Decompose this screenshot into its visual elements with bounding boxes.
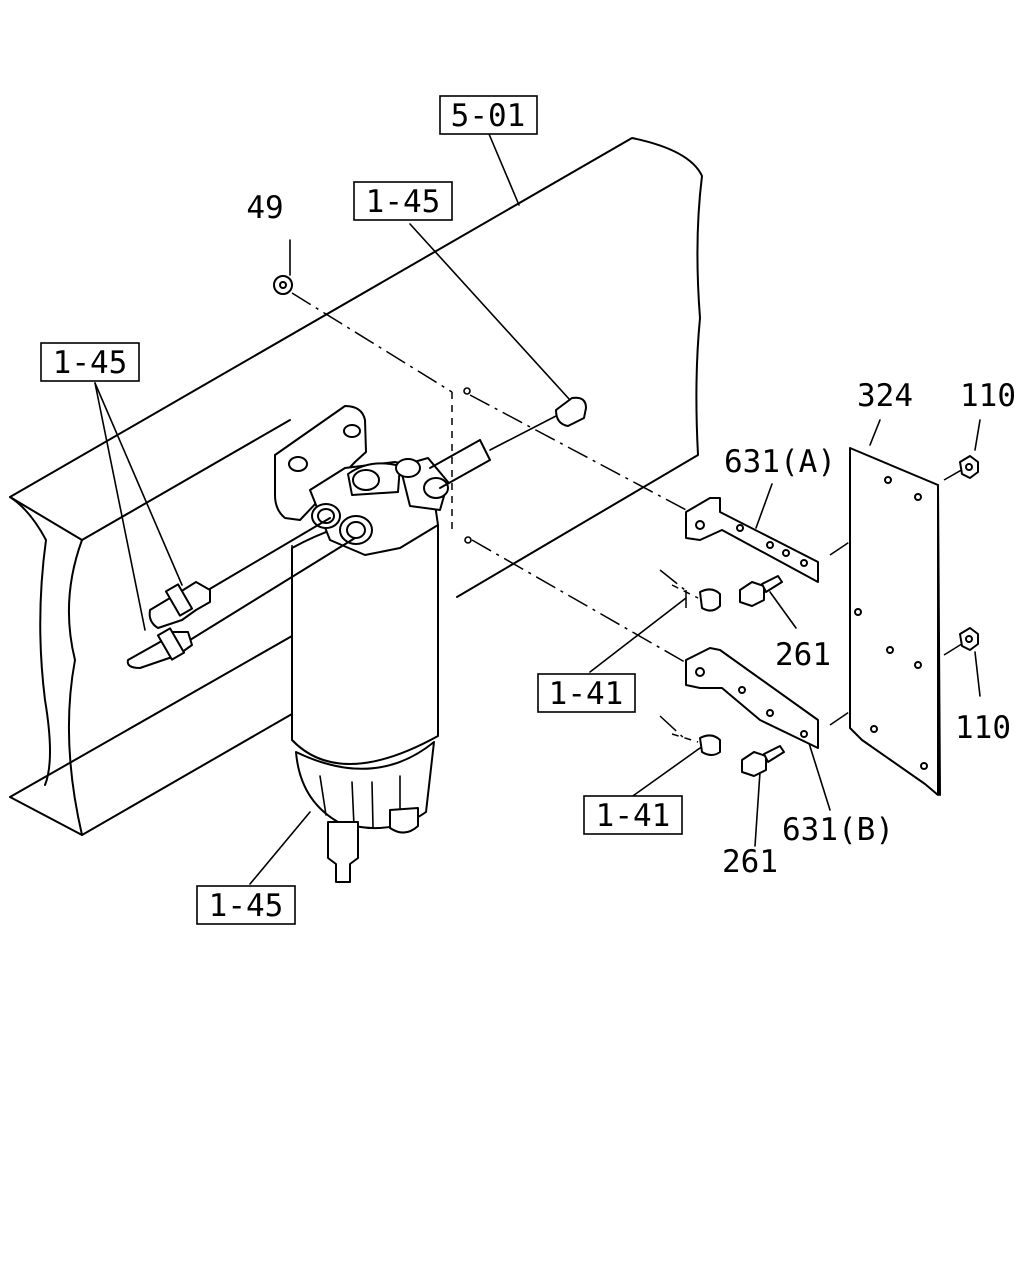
label-261-lower: 261 [722, 844, 778, 880]
callout-1-41-lower: 1-41 [583, 795, 683, 835]
bolt-1-41-lower [671, 733, 721, 756]
callout-1-41-lower-text: 1-41 [596, 798, 671, 834]
stud-hole-lower [464, 536, 472, 544]
stud-hole-upper [463, 387, 471, 395]
fuel-filter-assembly [274, 405, 557, 883]
nut-110-lower [959, 627, 979, 651]
bolt-1-41-upper [671, 584, 721, 612]
callout-1-45-top: 1-45 [353, 181, 453, 221]
nut-110-upper [959, 455, 979, 479]
bracket-631a [685, 497, 819, 583]
label-261-upper: 261 [775, 637, 831, 673]
callout-1-45-left: 1-45 [40, 342, 140, 382]
hose-fittings [126, 517, 356, 669]
callout-1-41-upper: 1-41 [537, 673, 636, 713]
label-110-top: 110 [960, 378, 1016, 414]
frame-rail [9, 137, 703, 836]
callout-1-45-bottom: 1-45 [196, 885, 296, 925]
bracket-631b [685, 647, 819, 749]
callout-1-45-top-text: 1-45 [366, 184, 441, 220]
bolt-261-lower [741, 745, 785, 777]
callout-1-45-bottom-text: 1-45 [209, 888, 284, 924]
label-631a: 631(A) [724, 444, 836, 480]
bolt-261-upper [739, 575, 783, 607]
leader-lines [94, 133, 981, 885]
label-631b: 631(B) [782, 812, 894, 848]
label-49: 49 [246, 190, 283, 226]
connector-1-45-top [555, 396, 587, 427]
nut-49 [273, 275, 293, 295]
plate-324 [849, 447, 941, 796]
callout-5-01: 5-01 [439, 95, 538, 135]
callout-1-45-left-text: 1-45 [53, 345, 128, 381]
label-324: 324 [857, 378, 913, 414]
label-110-bottom: 110 [955, 710, 1011, 746]
callout-5-01-text: 5-01 [451, 98, 526, 134]
callout-1-41-upper-text: 1-41 [549, 676, 624, 712]
